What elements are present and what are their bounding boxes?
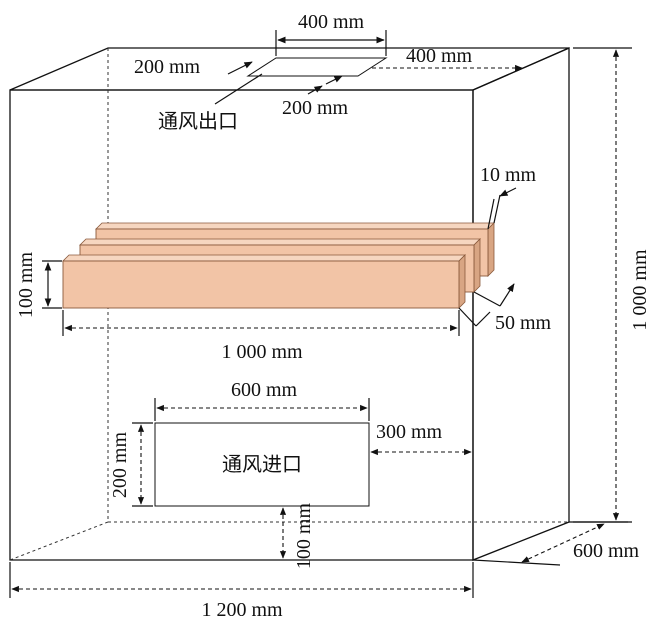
outlet-width-left-label: 200 mm — [134, 56, 201, 78]
box-height-label: 1 000 mm — [629, 249, 651, 331]
box-depth-label: 600 mm — [573, 540, 640, 562]
outlet-leader — [214, 73, 263, 105]
box-depth-dimension — [521, 523, 605, 563]
outlet-name-label: 通风出口 — [158, 109, 238, 133]
inlet-opening — [154, 422, 370, 507]
inlet-offset-right-label: 300 mm — [376, 421, 443, 443]
plate-height-label: 100 mm — [15, 252, 37, 319]
outlet-offset-label: 400 mm — [406, 45, 473, 67]
ventilation-inlet: 通风进口 600 mm 200 mm 300 mm 100 mm — [109, 379, 472, 570]
plate-length-label: 1 000 mm — [221, 341, 303, 363]
plate-thickness-dimension — [499, 187, 517, 197]
inlet-height-label: 200 mm — [109, 432, 131, 499]
outlet-width-right-label: 200 mm — [282, 97, 349, 119]
box-right-face — [472, 47, 570, 561]
box-width-label: 1 200 mm — [201, 599, 283, 621]
inlet-name-label: 通风进口 — [222, 452, 302, 476]
heat-plates — [62, 222, 495, 309]
outlet-width-left-dimension — [227, 61, 253, 75]
box-dimensions: 1 000 mm 600 mm 1 200 mm — [9, 47, 651, 621]
plate-spacing-dimension — [499, 283, 515, 307]
plate-thickness-label: 10 mm — [480, 164, 537, 186]
inlet-offset-bottom-label: 100 mm — [293, 503, 315, 570]
plate-front — [62, 254, 466, 309]
outlet-width-right-dimension — [325, 75, 343, 85]
outlet-opening — [246, 57, 388, 77]
inlet-width-label: 600 mm — [231, 379, 298, 401]
outlet-length-label: 400 mm — [298, 11, 365, 33]
plate-spacing-label: 50 mm — [495, 312, 552, 334]
ventilation-outlet: 400 mm 200 mm 200 mm 400 mm 通风出口 — [134, 11, 523, 133]
plate-dimensions: 10 mm 100 mm 1 000 mm 50 mm — [15, 164, 552, 363]
hidden-edge-diagonal — [9, 521, 109, 561]
